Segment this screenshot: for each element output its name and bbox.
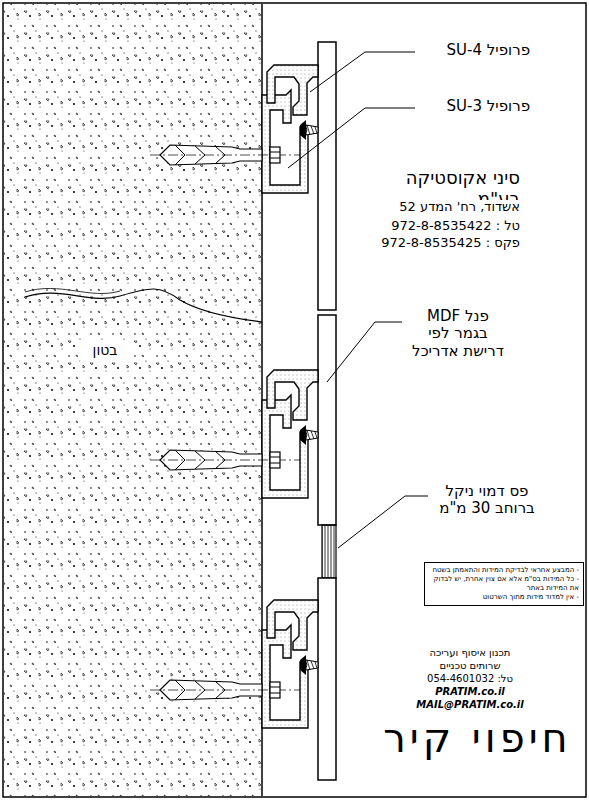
note-text: - אין למדוד מידות מתוך השרטוט [429,593,579,602]
notes-box: - המבצע אחראי לבדיקת המידות והתאמתן בשטח… [424,562,584,606]
callout-label: PRATIM.co.il [405,686,535,698]
note-text: - כל המידות בס"מ אלא אם צוין אחרת, יש לב… [429,575,579,593]
callout-label: אשדוד, רח' המדע 52 [370,200,520,215]
callout-label: תכנון איסוף ועריכה [395,647,545,659]
callout-label: בטון [82,342,128,358]
callout-label: טל : 972-8-8535422 [370,219,520,234]
note-text: - המבצע אחראי לבדיקת המידות והתאמתן בשטח [429,566,579,575]
callout-label: שרותים טכניים [395,660,545,672]
callout-label: טל: 054-4601032 [395,673,545,685]
callout-label: פקס : 972-8-8535425 [370,236,520,251]
callout-label: פרופיל SU-4 [420,42,530,59]
drawing-title: חיפוי קיר [380,715,575,761]
callout-label: MAIL@PRATIM.co.il [395,699,545,711]
callout-label: פס דמוי ניקל ברוחב 30 מ"מ [432,483,542,518]
callout-label: פנל MDF בגמר לפי דרישת אדריכל [408,308,508,360]
callout-label: פרופיל SU-3 [420,98,530,115]
